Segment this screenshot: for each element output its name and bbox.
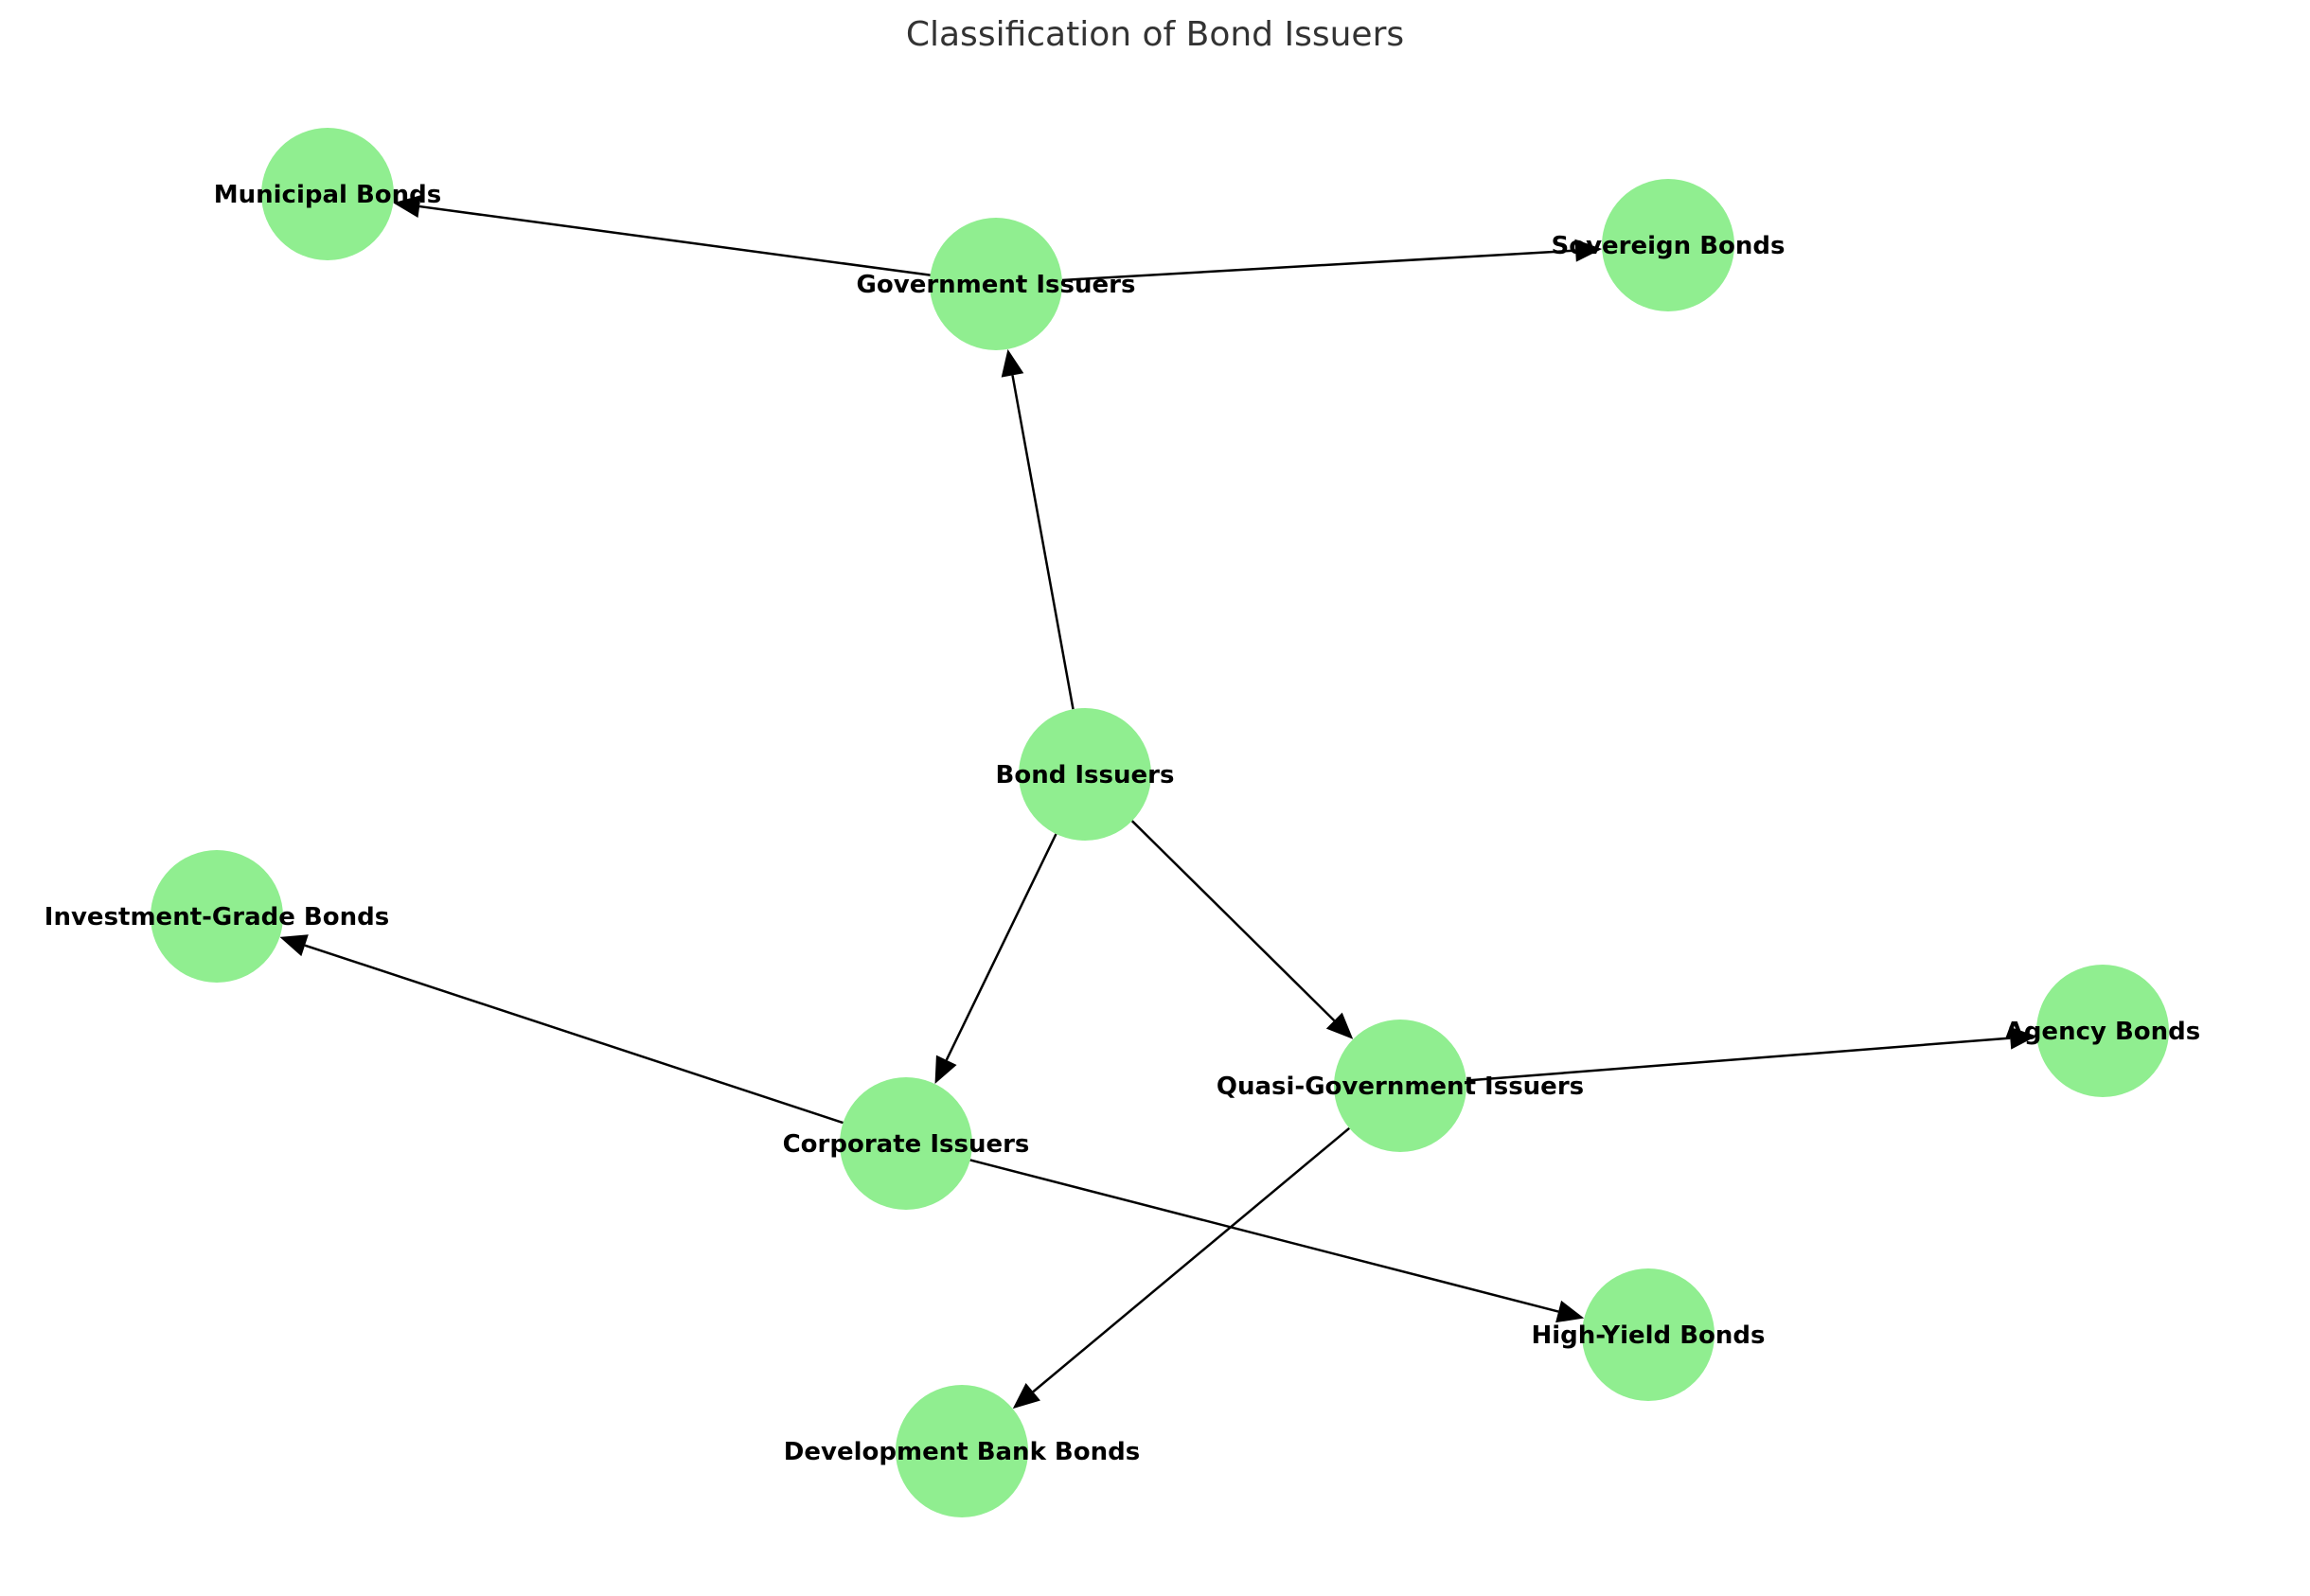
node-investment-grade-bonds [151,850,283,983]
edges-layer [279,195,2037,1410]
node-corporate-issuers [840,1077,972,1210]
edge-government-issuers-to-municipal-bonds [393,195,931,276]
arrow-head [1001,348,1024,378]
node-label-bond-issuers: Bond Issuers [996,761,1175,789]
edge-bond-issuers-to-government-issuers [1001,348,1075,710]
edge-corporate-issuers-to-investment-grade-bonds [279,934,844,1125]
arrow-head [1325,1012,1354,1039]
arrow-head [1012,1383,1040,1410]
edge-bond-issuers-to-quasi-government-issuers [1130,820,1354,1039]
arrow-head [393,195,421,218]
node-development-bank-bonds [896,1385,1028,1517]
arrow-head [1574,239,1603,262]
node-label-quasi-government-issuers: Quasi-Government Issuers [1217,1073,1584,1101]
node-label-high-yield-bonds: High-Yield Bonds [1532,1321,1766,1350]
node-label-sovereign-bonds: Sovereign Bonds [1552,232,1786,260]
edge-line [1130,820,1336,1022]
diagram-title: Classification of Bond Issuers [906,15,1404,54]
edge-line [418,204,931,276]
node-label-agency-bonds: Agency Bonds [2005,1018,2201,1046]
node-quasi-government-issuers [1334,1020,1466,1152]
edge-quasi-government-issuers-to-development-bank-bonds [1012,1126,1351,1410]
edge-bond-issuers-to-corporate-issuers [934,833,1057,1085]
node-agency-bonds [2036,965,2169,1097]
arrow-head [1555,1300,1585,1323]
edge-line [1466,1037,2011,1082]
node-label-development-bank-bonds: Development Bank Bonds [784,1438,1140,1466]
labels-layer: Bond Issuers Government IssuersCorporate … [44,181,2200,1466]
edge-line [1011,375,1075,710]
node-sovereign-bonds [1602,179,1734,311]
node-label-investment-grade-bonds: Investment-Grade Bonds [44,903,389,931]
edge-line [304,944,844,1125]
edge-line [1061,249,1576,282]
node-label-government-issuers: Government Issuers [857,271,1136,299]
arrow-head [2009,1026,2037,1050]
node-bond-issuers [1019,708,1151,841]
edge-line [945,833,1057,1061]
arrow-head [934,1055,957,1085]
nodes-layer [151,128,2169,1517]
node-label-municipal-bonds: Municipal Bonds [214,181,442,209]
node-government-issuers [930,218,1062,350]
node-municipal-bonds [261,128,394,260]
edge-line [969,1159,1559,1313]
arrow-head [279,934,309,957]
edge-government-issuers-to-sovereign-bonds [1061,239,1603,282]
edge-corporate-issuers-to-high-yield-bonds [969,1159,1585,1323]
node-high-yield-bonds [1582,1268,1715,1401]
node-label-corporate-issuers: Corporate Issuers [783,1130,1030,1159]
edge-line [1032,1126,1351,1393]
edge-quasi-government-issuers-to-agency-bonds [1466,1026,2037,1082]
